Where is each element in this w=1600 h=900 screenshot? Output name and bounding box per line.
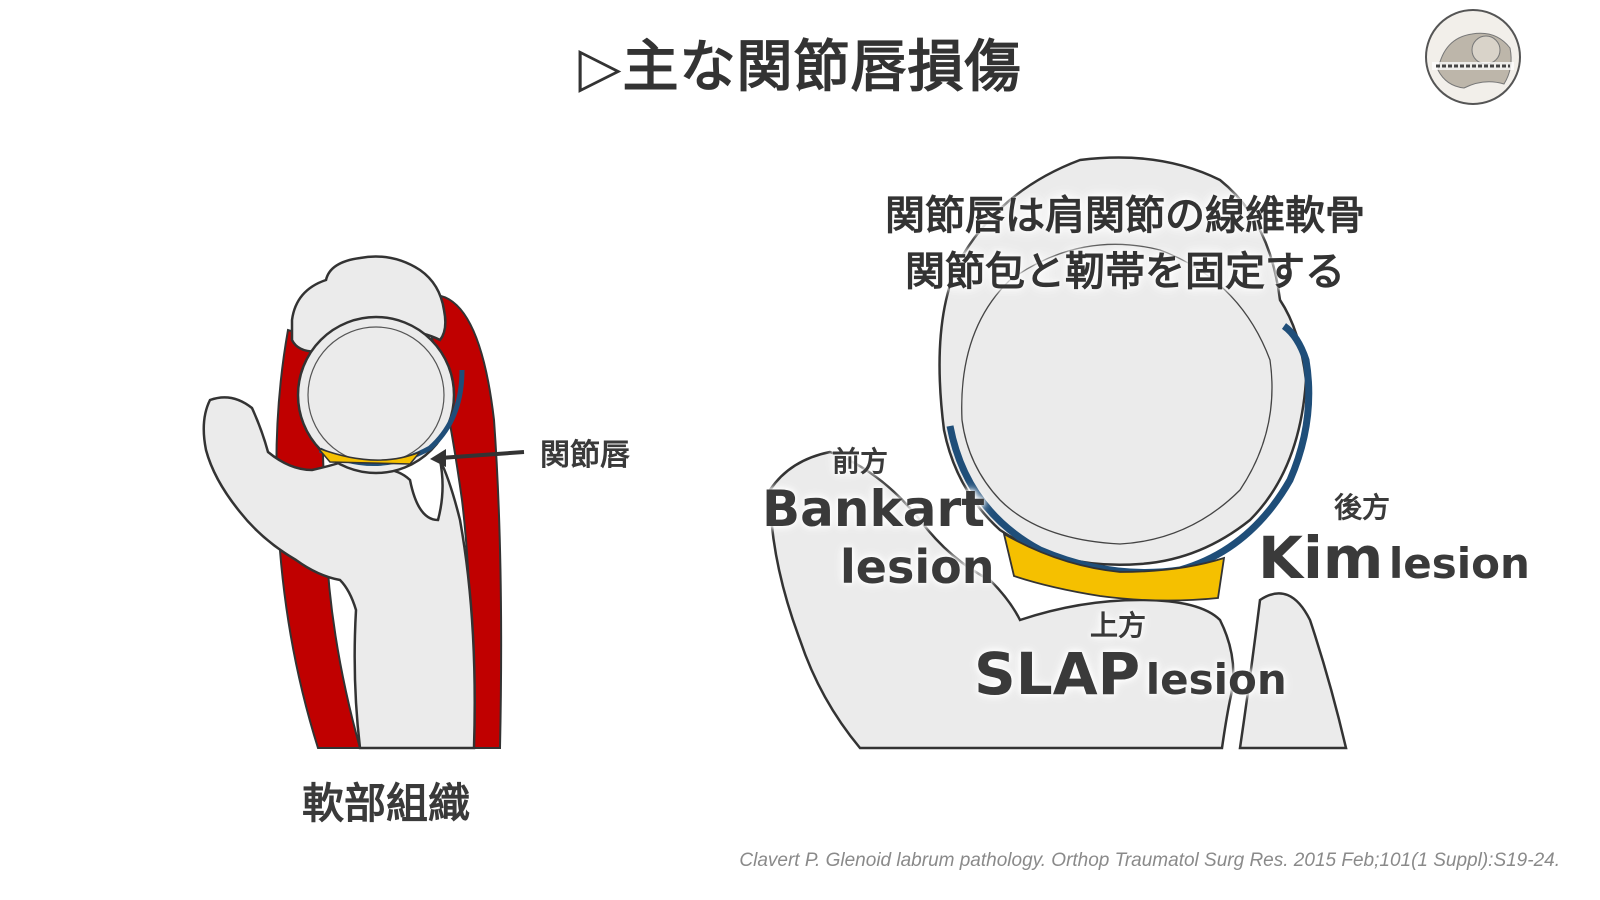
right-acromion	[1238, 592, 1348, 750]
slap-suffix: lesion	[1145, 655, 1287, 704]
kim-name: Kim lesion	[1258, 524, 1530, 592]
left-labrum-yellow	[317, 447, 421, 465]
labrum-pointer-arrow	[439, 450, 525, 460]
bankart-lesion: lesion	[840, 540, 995, 594]
right-shoulder-figure	[768, 156, 1348, 750]
labrum-pointer-arrowhead	[430, 449, 446, 467]
soft-tissue-caption: 軟部組織	[302, 779, 471, 828]
left-shoulder-figure	[202, 255, 525, 750]
page-title: ▷主な関節唇損傷	[578, 35, 1022, 100]
slap-direction: 上方	[1090, 609, 1147, 642]
slap-name: SLAP lesion	[974, 640, 1287, 708]
right-humeral-head-inner	[961, 243, 1273, 545]
labrum-description: 関節唇は肩関節の線維軟骨 関節包と靭帯を固定する	[840, 188, 1410, 300]
right-labrum-blue	[946, 323, 1313, 576]
right-labrum-yellow	[1002, 532, 1226, 602]
kim-suffix: lesion	[1388, 539, 1530, 588]
shoulder-society-logo-icon	[1425, 9, 1521, 105]
kim-direction: 後方	[1334, 491, 1391, 524]
description-line-2: 関節包と靭帯を固定する	[905, 249, 1345, 295]
labrum-pointer-label: 関節唇	[540, 438, 630, 473]
left-humeral-head	[296, 315, 456, 475]
citation: Clavert P. Glenoid labrum pathology. Ort…	[739, 850, 1560, 871]
kim-main: Kim	[1258, 524, 1384, 592]
left-bone-body	[202, 396, 476, 750]
description-line-1: 関節唇は肩関節の線維軟骨	[885, 193, 1365, 239]
slap-main: SLAP	[974, 640, 1141, 708]
bankart-direction: 前方	[832, 445, 889, 478]
bankart-name: Bankart	[762, 480, 985, 538]
